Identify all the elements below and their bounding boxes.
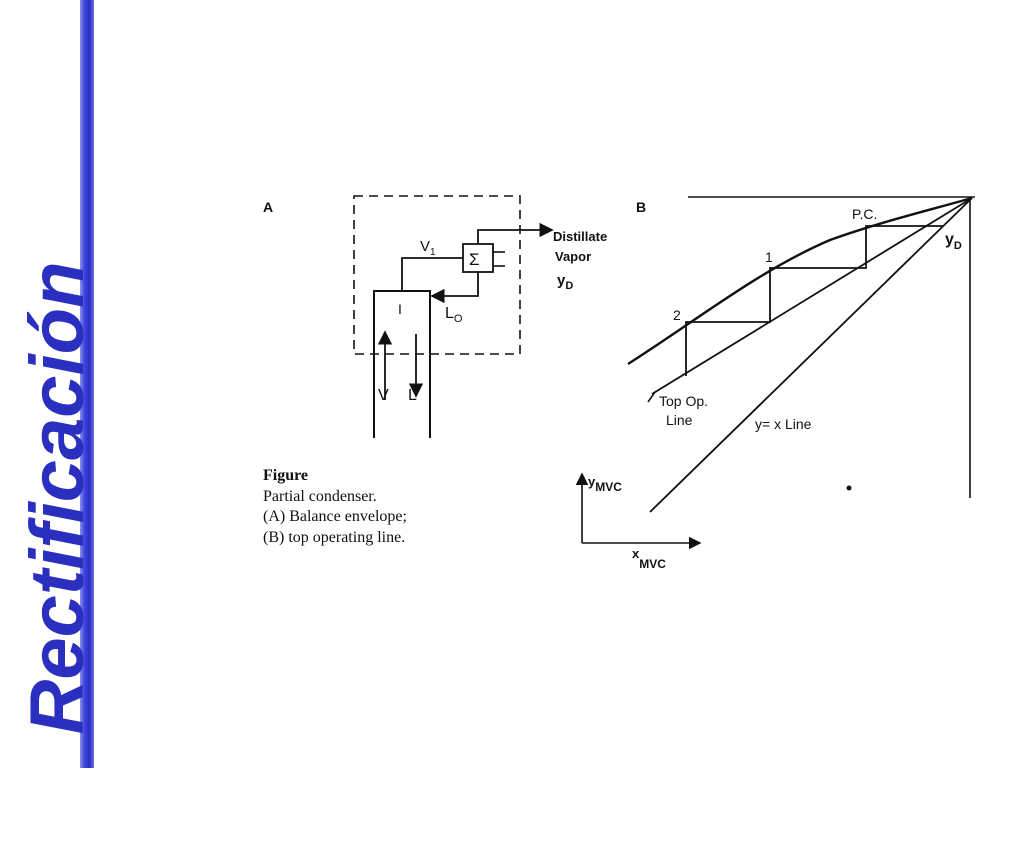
condenser-symbol: Σ [469, 250, 480, 269]
diagonal-line [649, 197, 973, 513]
product-line1: Distillate [553, 229, 607, 244]
accent-bar [80, 0, 94, 768]
caption-title: Figure [263, 467, 309, 484]
op-line-label-2: Line [666, 412, 693, 428]
figure-drawing: A I V L V1 Σ Distillate Vapor yD LO [263, 195, 975, 571]
diagonal-label: y= x Line [755, 416, 812, 432]
product-composition: yD [557, 272, 573, 292]
caption-line-1: Partial condenser. [263, 487, 377, 505]
equilibrium-curve [627, 196, 973, 366]
x-axis-label: xMVC [632, 546, 666, 571]
figure-caption: Figure Partial condenser. (A) Balance en… [263, 466, 407, 548]
panel-b: B P.C. 1 2 yD Top Op. Line y= x Line yMV… [575, 196, 975, 571]
stage-2-label: 2 [673, 307, 681, 323]
stage-label: I [398, 301, 402, 317]
panel-b-label: B [636, 199, 646, 215]
pc-label: P.C. [852, 206, 877, 222]
panel-a-label: A [263, 199, 273, 215]
partial-condenser [462, 243, 494, 273]
column-shell [373, 290, 431, 438]
overhead-vapor-line [401, 257, 463, 291]
stage-1-label: 1 [765, 249, 773, 265]
stream-liquid-label: L [408, 387, 417, 404]
stage-steps [685, 225, 943, 376]
caption-line-3: (B) top operating line. [263, 528, 406, 546]
product-line2: Vapor [555, 249, 591, 264]
y-axis-label: yMVC [588, 474, 622, 494]
vapor-v1-label: V1 [420, 238, 436, 258]
op-line-label-1: Top Op. [659, 393, 708, 409]
caption-line-2: (A) Balance envelope; [263, 508, 407, 525]
panel-a: A I V L V1 Σ Distillate Vapor yD LO [263, 195, 607, 438]
balance-envelope [353, 195, 521, 355]
yd-label: yD [945, 231, 962, 252]
top-operating-line [651, 197, 973, 395]
stray-dot [846, 485, 852, 491]
distillate-vapor-arrow [477, 222, 554, 244]
reflux-l0-label: LO [445, 305, 463, 325]
stream-vapor-label: V [378, 387, 389, 404]
reflux-line [430, 272, 479, 304]
